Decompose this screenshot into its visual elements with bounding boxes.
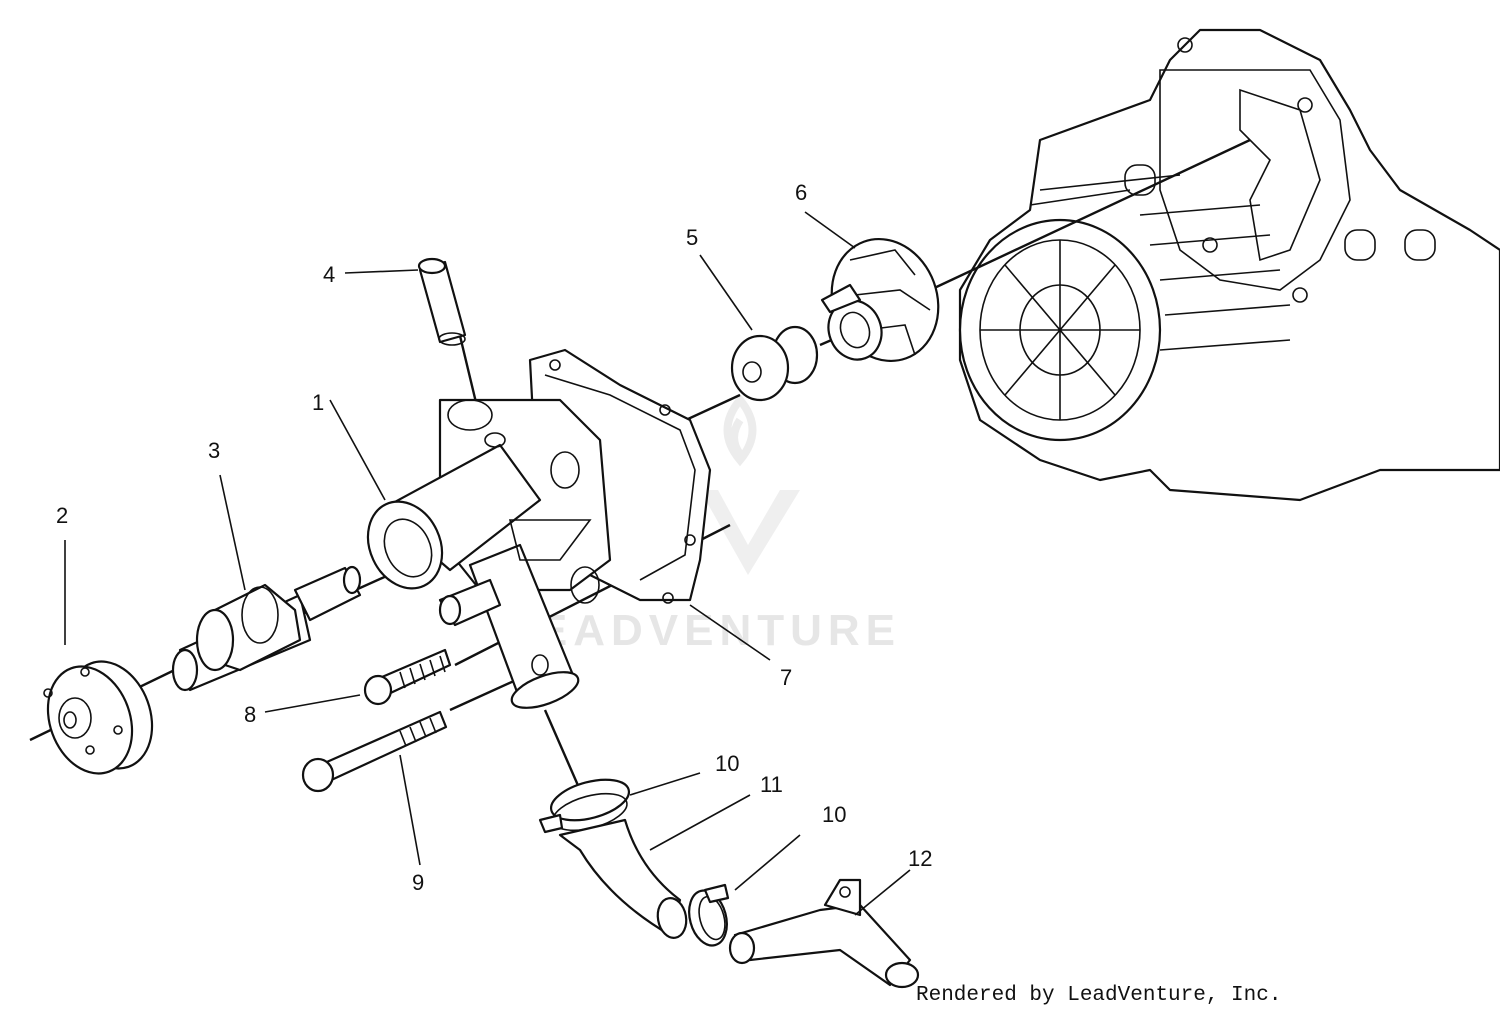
callout-4: 4 bbox=[323, 262, 335, 287]
callout-5: 5 bbox=[686, 225, 698, 250]
callout-10b: 10 bbox=[822, 802, 846, 827]
callout-labels: 1 2 3 4 5 6 7 8 9 10 11 10 12 bbox=[56, 180, 932, 895]
seal-part-5 bbox=[730, 325, 819, 402]
render-credit: Rendered by LeadVenture, Inc. bbox=[916, 984, 1282, 1007]
callout-6: 6 bbox=[795, 180, 807, 205]
hose-part-11 bbox=[558, 818, 688, 939]
callout-2: 2 bbox=[56, 503, 68, 528]
bolt-part-9 bbox=[301, 710, 448, 793]
callout-1: 1 bbox=[312, 390, 324, 415]
leader-lines bbox=[64, 211, 911, 916]
callout-10a: 10 bbox=[715, 751, 739, 776]
callout-9: 9 bbox=[412, 870, 424, 895]
callout-8: 8 bbox=[244, 702, 256, 727]
pipe-fitting-part-12 bbox=[728, 878, 920, 989]
pin-part-4 bbox=[417, 257, 467, 346]
callout-12: 12 bbox=[908, 846, 932, 871]
impeller-part-6 bbox=[820, 237, 940, 363]
callout-3: 3 bbox=[208, 438, 220, 463]
shaft-bearing-part-3 bbox=[171, 565, 362, 692]
hose-clamp-part-10b bbox=[688, 883, 730, 947]
hose-clamp-part-10a bbox=[538, 778, 631, 834]
callout-11: 11 bbox=[760, 772, 783, 797]
engine-housing bbox=[958, 28, 1500, 502]
bolt-part-8 bbox=[363, 648, 452, 706]
watermark-text: LEADVENTURE bbox=[505, 606, 901, 655]
pulley-part-2 bbox=[43, 660, 154, 775]
watermark: LEADVENTURE bbox=[505, 393, 901, 655]
pump-body-part-1 bbox=[366, 348, 712, 709]
callout-7: 7 bbox=[780, 665, 792, 690]
